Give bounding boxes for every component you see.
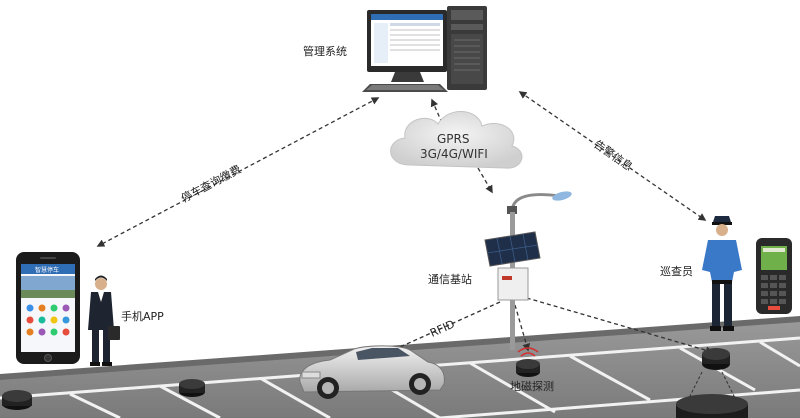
network-label-wireless: 3G/4G/WIFI	[420, 147, 488, 161]
phone-screen-banner: 智慧停车	[35, 267, 60, 274]
businessman-icon	[88, 275, 120, 366]
link-station-sensor-right	[519, 295, 714, 354]
smartphone-icon	[16, 252, 80, 364]
car-icon	[299, 345, 445, 399]
handheld-terminal-icon	[756, 238, 792, 314]
sensor-icon-4	[702, 348, 730, 370]
sensor-icon-1	[2, 390, 32, 410]
phone-app-label: 手机APP	[121, 310, 164, 323]
inspector-officer-icon	[702, 216, 742, 331]
ground-sensors	[2, 347, 748, 418]
base-station-icon	[484, 191, 572, 350]
link-station-sensor-center	[514, 304, 531, 352]
link-management-phone	[96, 97, 380, 247]
sensor-icon-2	[179, 379, 205, 397]
sensor-icon-5	[676, 371, 748, 418]
link-station-car	[378, 301, 501, 357]
inspector-label: 巡查员	[660, 265, 693, 278]
management-system-label: 管理系统	[303, 45, 347, 58]
ground-sensor-label: 地磁探测	[510, 380, 554, 393]
base-station-label: 通信基站	[428, 273, 472, 286]
sensor-icon-3	[516, 347, 540, 377]
network-label-gprs: GPRS	[437, 132, 470, 146]
network-cloud	[390, 111, 523, 169]
link-cloud-station	[477, 167, 493, 194]
link-management-inspector	[518, 91, 707, 221]
parking-lines	[0, 336, 800, 418]
computer-icon	[362, 6, 487, 92]
